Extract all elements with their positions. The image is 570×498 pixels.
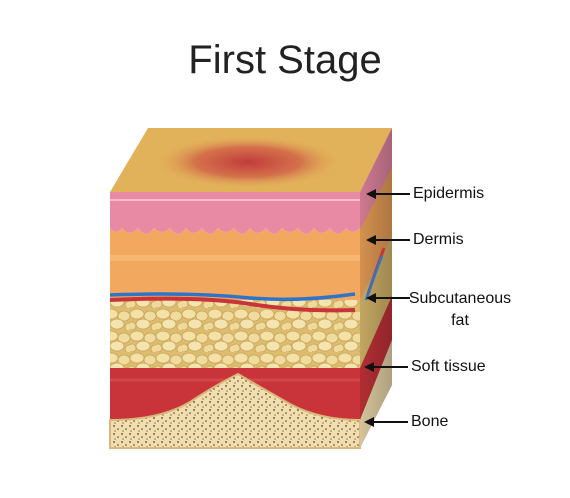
page-title: First Stage xyxy=(188,38,382,82)
pointer-dermis xyxy=(366,235,410,245)
label-soft-tissue: Soft tissue xyxy=(411,358,486,375)
pressure-redness-area xyxy=(153,135,343,189)
dermis-layer xyxy=(110,228,360,300)
pointer-epidermis xyxy=(366,189,410,199)
bone-layer xyxy=(109,372,361,449)
label-subcutaneous-fat: Subcutaneous fat xyxy=(408,290,512,329)
label-epidermis: Epidermis xyxy=(413,185,485,202)
pointer-soft-tissue xyxy=(364,362,408,372)
label-dermis: Dermis xyxy=(413,231,464,248)
label-bone: Bone xyxy=(411,413,449,430)
pointer-subcutaneous-fat xyxy=(366,293,410,303)
pointer-bone xyxy=(364,417,408,427)
artery-vessel xyxy=(109,296,356,313)
epidermis-layer xyxy=(110,192,360,234)
vein-vessel xyxy=(109,292,356,302)
